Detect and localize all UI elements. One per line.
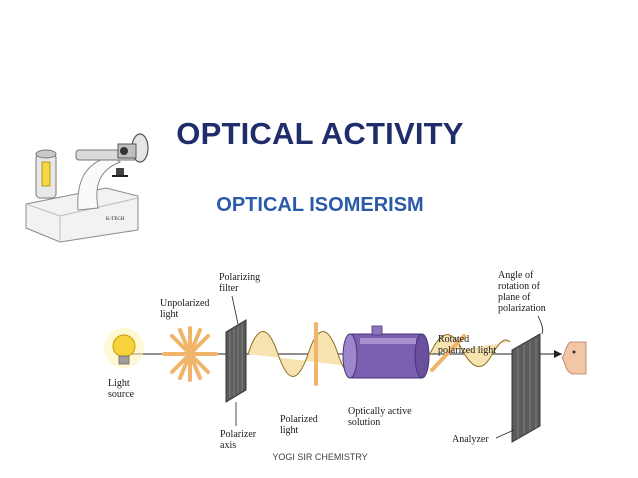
label-polarizer-axis-2: axis [220,440,236,451]
light-bulb-icon [104,328,144,368]
label-polarized-light-2: light [280,425,299,436]
slide-title: OPTICAL ACTIVITY [176,116,464,151]
observer-face-icon [561,341,587,375]
slide-subtitle: OPTICAL ISOMERISM [216,194,424,216]
label-polarizing-filter-1: Polarizing [219,272,260,283]
label-rotated-2: polarized light [438,345,496,356]
svg-text:Rotated polarized light: Rotated polarized light [438,334,496,356]
label-optically-active-1: Optically active [348,406,412,417]
label-angle-1: Angle of [498,270,534,281]
svg-text:Polarized light: Polarized light [280,414,320,436]
polarization-diagram: Polarizing filter Unpolarized light Ligh… [104,270,587,451]
label-analyzer: Analyzer [452,434,489,445]
svg-text:Polarizing filter: Polarizing filter [219,272,263,294]
svg-text:Light source: Light source [108,378,135,400]
svg-text:Angle of rotation of p: Angle of rotation of plane of polarizati… [498,270,546,314]
rotated-arrow [430,334,466,372]
footer-credit: YOGI SIR CHEMISTRY [272,452,368,462]
label-angle-2: rotation of [498,281,541,292]
analyzer-plate [511,333,541,443]
svg-text:Optically active solution: Optically active solution [348,406,414,428]
unpolarized-light-arrows [162,326,218,382]
label-light-source-1: Light [108,378,130,389]
rotated-wave [429,334,511,367]
svg-text:Polarizer axis: Polarizer axis [220,429,259,451]
label-polarizer-axis-1: Polarizer [220,429,257,440]
label-optically-active-2: solution [348,417,380,428]
polarimeter-image: K-TECH [25,133,149,243]
label-light-source-2: source [108,389,135,400]
label-unpolarized-light-2: light [160,309,179,320]
label-rotated-1: Rotated [438,334,469,345]
label-angle-4: polarization [498,303,546,314]
polarimeter-brand: K-TECH [106,217,125,222]
label-polarizing-filter-2: filter [219,283,239,294]
label-polarized-light-1: Polarized [280,414,318,425]
label-angle-3: plane of [498,292,531,303]
sample-tube [342,325,430,379]
label-unpolarized-light-1: Unpolarized [160,298,209,309]
polarizer-plate [225,319,247,403]
svg-text:Unpolarized light: Unpolarized light [160,298,212,320]
polarized-wave [247,331,351,377]
